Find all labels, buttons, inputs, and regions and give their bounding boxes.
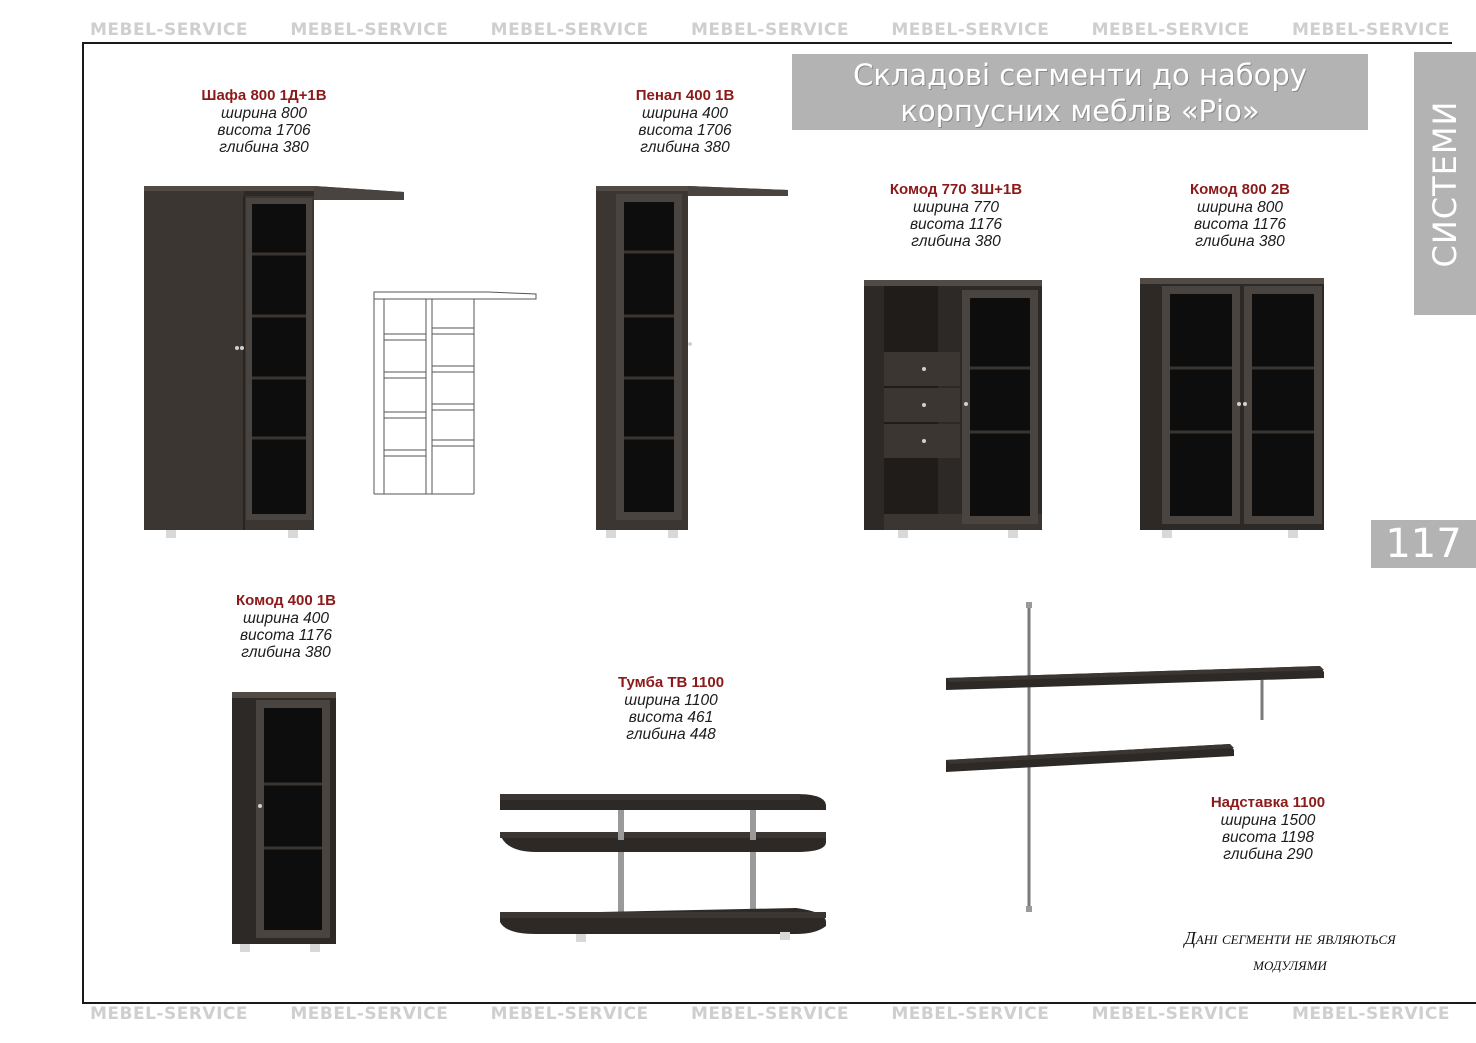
chest-800-image xyxy=(1140,278,1324,538)
spec-pencil-case-400: Пенал 400 1В ширина 400 висота 1706 глиб… xyxy=(575,86,795,156)
shelf-unit-1100-image xyxy=(946,602,1324,912)
section-tab: СИСТЕМИ xyxy=(1414,52,1476,315)
product-height: висота 1706 xyxy=(217,122,311,139)
watermark-text: MEBEL-SERVICE xyxy=(90,20,249,40)
chest-770-image xyxy=(864,280,1042,538)
frame-bottom-line xyxy=(82,1002,1476,1004)
product-name: Комод 770 3Ш+1В xyxy=(889,181,1023,198)
watermark-text: MEBEL-SERVICE xyxy=(490,1004,649,1024)
page-title: Складові сегменти до набору корпусних ме… xyxy=(792,54,1368,130)
product-width: ширина 800 xyxy=(220,105,308,122)
product-name: Комод 800 2В xyxy=(1189,181,1291,198)
watermark-text: MEBEL-SERVICE xyxy=(891,20,1050,40)
frame-left-line xyxy=(82,42,84,1004)
note-line-1: Дані сегменти не являються xyxy=(1184,928,1396,948)
watermark-text: MEBEL-SERVICE xyxy=(1091,20,1250,40)
product-height: висота 1198 xyxy=(1221,829,1315,846)
open-shelf-image xyxy=(373,291,537,495)
frame-top-line xyxy=(82,42,1452,44)
watermark-bottom: MEBEL-SERVICE MEBEL-SERVICE MEBEL-SERVIC… xyxy=(90,1004,1450,1032)
product-depth: глибина 380 xyxy=(1195,233,1285,250)
product-width: ширина 1100 xyxy=(624,692,718,709)
watermark-text: MEBEL-SERVICE xyxy=(90,1004,249,1024)
product-name: Шафа 800 1Д+1В xyxy=(201,87,327,104)
product-depth: глибина 380 xyxy=(640,139,730,156)
product-name: Комод 400 1В xyxy=(235,592,337,609)
title-line-2: корпусних меблів «Ріо» xyxy=(900,94,1260,128)
product-height: висота 461 xyxy=(628,709,714,726)
spec-chest-800: Комод 800 2В ширина 800 висота 1176 глиб… xyxy=(1130,180,1350,250)
spec-shelf-unit-1100: Надставка 1100 ширина 1500 висота 1198 г… xyxy=(1158,793,1378,863)
spec-tv-stand-1100: Тумба ТВ 1100 ширина 1100 висота 461 гли… xyxy=(561,673,781,743)
watermark-text: MEBEL-SERVICE xyxy=(891,1004,1050,1024)
product-name: Пенал 400 1В xyxy=(635,87,735,104)
product-height: висота 1706 xyxy=(638,122,732,139)
watermark-text: MEBEL-SERVICE xyxy=(1291,1004,1450,1024)
product-height: висота 1176 xyxy=(239,627,333,644)
product-height: висота 1176 xyxy=(909,216,1003,233)
product-width: ширина 800 xyxy=(1196,199,1284,216)
title-line-1: Складові сегменти до набору xyxy=(853,58,1307,92)
product-width: ширина 770 xyxy=(912,199,1000,216)
product-depth: глибина 380 xyxy=(911,233,1001,250)
spec-chest-400: Комод 400 1В ширина 400 висота 1176 глиб… xyxy=(176,591,396,661)
page-number: 117 xyxy=(1371,520,1476,568)
section-tab-label: СИСТЕМИ xyxy=(1426,100,1464,267)
product-depth: глибина 380 xyxy=(241,644,331,661)
product-height: висота 1176 xyxy=(1193,216,1287,233)
spec-chest-770: Комод 770 3Ш+1В ширина 770 висота 1176 г… xyxy=(846,180,1066,250)
watermark-top: MEBEL-SERVICE MEBEL-SERVICE MEBEL-SERVIC… xyxy=(90,20,1450,48)
watermark-text: MEBEL-SERVICE xyxy=(290,20,449,40)
product-name: Тумба ТВ 1100 xyxy=(617,674,725,691)
segments-note: Дані сегменти не являються модулями xyxy=(1120,925,1460,977)
watermark-text: MEBEL-SERVICE xyxy=(690,1004,849,1024)
note-line-2: модулями xyxy=(1253,954,1327,974)
product-depth: глибина 448 xyxy=(626,726,716,743)
pencil-case-400-image xyxy=(596,186,788,538)
product-depth: глибина 290 xyxy=(1223,846,1313,863)
watermark-text: MEBEL-SERVICE xyxy=(290,1004,449,1024)
tv-stand-1100-image xyxy=(500,794,826,942)
spec-wardrobe-800: Шафа 800 1Д+1В ширина 800 висота 1706 гл… xyxy=(154,86,374,156)
wardrobe-800-image xyxy=(144,186,404,538)
watermark-text: MEBEL-SERVICE xyxy=(1091,1004,1250,1024)
product-width: ширина 400 xyxy=(242,610,330,627)
product-width: ширина 1500 xyxy=(1220,812,1316,829)
chest-400-image xyxy=(232,692,336,952)
watermark-text: MEBEL-SERVICE xyxy=(690,20,849,40)
product-name: Надставка 1100 xyxy=(1210,794,1326,811)
product-depth: глибина 380 xyxy=(219,139,309,156)
watermark-text: MEBEL-SERVICE xyxy=(490,20,649,40)
product-width: ширина 400 xyxy=(641,105,729,122)
watermark-text: MEBEL-SERVICE xyxy=(1291,20,1450,40)
